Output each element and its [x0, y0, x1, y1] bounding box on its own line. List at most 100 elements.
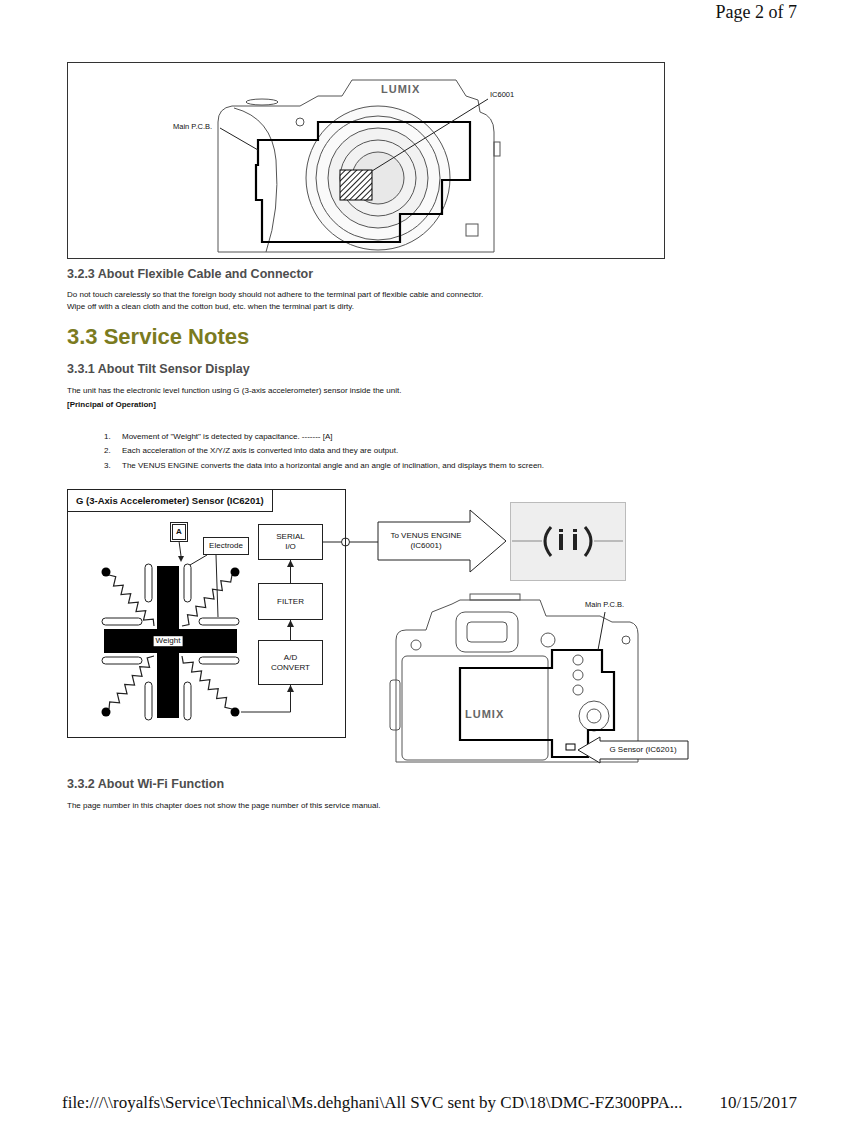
- control-dial: [587, 709, 601, 723]
- level-mark: [559, 534, 563, 550]
- leader-line: [216, 555, 218, 617]
- screen-hinge: [390, 680, 400, 730]
- leader-line: [372, 99, 488, 171]
- process-box: A/D CONVERT: [258, 640, 323, 685]
- screen: [402, 656, 548, 760]
- callout-box: Electrode: [203, 537, 249, 555]
- leader-line: [598, 612, 605, 650]
- level-bracket: [585, 527, 591, 556]
- section-heading: 3.2.3 About Flexible Cable and Connector: [67, 267, 313, 281]
- block-heading: G (3-Axis Accelerometer) Sensor (IC6201): [67, 489, 273, 512]
- signal-line: [290, 560, 291, 583]
- callout-arrow-outline: [578, 737, 688, 763]
- node-label: A/D CONVERT: [270, 653, 311, 672]
- display-panel: [511, 503, 626, 581]
- lens-ring: [306, 106, 450, 250]
- anchor-dot: [102, 568, 111, 577]
- signal-line: [290, 620, 291, 640]
- process-box: SERIAL I/O: [258, 524, 323, 560]
- section-heading: 3.3.1 About Tilt Sensor Display: [67, 362, 250, 376]
- button: [573, 670, 583, 680]
- signal-line: [323, 542, 378, 543]
- main-pcb-outline: [256, 122, 470, 242]
- control-dial: [579, 701, 609, 731]
- electrode-finger: [184, 682, 191, 720]
- list-number: 1.: [104, 432, 111, 441]
- horizon-line: [594, 541, 623, 542]
- level-mark: [559, 529, 563, 532]
- proof-mass: Weight: [100, 562, 241, 722]
- mode-dial: [246, 99, 278, 105]
- camera-body: [218, 80, 494, 252]
- electrode-finger: [184, 564, 191, 602]
- part-name: Main P.C.B.: [585, 601, 624, 610]
- button: [411, 640, 421, 650]
- level-bracket: [545, 527, 551, 556]
- gap-marker-head: [178, 556, 184, 562]
- electrode-finger: [199, 657, 239, 664]
- anchor-dot: [102, 708, 111, 717]
- node-label: SERIAL I/O: [274, 532, 308, 551]
- body-text: Wipe off with a clean cloth and the cott…: [67, 302, 354, 311]
- callout-arrow: G Sensor (IC6201): [578, 737, 688, 763]
- figure-frame: [68, 63, 665, 259]
- mass-cross: [104, 629, 237, 653]
- electrode-finger: [199, 618, 239, 625]
- main-pcb-outline: [460, 650, 614, 757]
- lens-ring: [316, 116, 440, 240]
- level-display: [511, 503, 626, 581]
- part-name: IC6001: [490, 91, 514, 100]
- g-sensor-chip: [566, 744, 575, 750]
- lens-ring: [340, 140, 416, 216]
- node-label: FILTER: [277, 597, 304, 607]
- chapter-heading: 3.3 Service Notes: [67, 324, 249, 349]
- leader-line: [220, 128, 258, 150]
- node-label: Weight: [154, 636, 183, 646]
- gap-marker-stem: [179, 541, 181, 556]
- gap-marker-box: A: [170, 522, 188, 542]
- hot-shoe: [470, 594, 520, 600]
- footer-path: file:///\\royalfs\Service\Technical\Ms.d…: [62, 1093, 683, 1113]
- eyecup: [456, 612, 518, 652]
- af-lamp: [296, 118, 304, 126]
- signal-arrow-shape: [378, 510, 506, 572]
- node-label: To VENUS ENGINE (IC6001): [384, 522, 468, 560]
- electrode-finger: [102, 618, 142, 625]
- strap-lug: [494, 142, 500, 156]
- node-label: G Sensor (IC6201): [602, 741, 684, 759]
- list-item: The VENUS ENGINE converts the data into …: [122, 461, 544, 470]
- body-text: Do not touch carelessly so that the fore…: [67, 290, 483, 299]
- camera-front: [218, 80, 500, 252]
- anchor-dot: [231, 568, 240, 577]
- section-heading: 3.3.2 About Wi-Fi Function: [67, 777, 224, 791]
- footer-date: 10/15/2017: [720, 1093, 797, 1113]
- node-label: Electrode: [209, 541, 243, 551]
- camera-back: [390, 594, 638, 762]
- list-number: 3.: [104, 461, 111, 470]
- logo-text: LUMIX: [465, 708, 504, 721]
- page-number: Page 2 of 7: [716, 2, 797, 23]
- camera-body: [396, 600, 638, 762]
- list-item: Each acceleration of the X/Y/Z axis is c…: [122, 446, 398, 455]
- list-number: 2.: [104, 446, 111, 455]
- electrode-finger: [102, 657, 142, 664]
- ic-chip: [340, 170, 372, 200]
- badge: [466, 224, 478, 236]
- signal-line: [241, 685, 291, 712]
- process-box: FILTER: [258, 583, 323, 620]
- signal-arrow: To VENUS ENGINE (IC6001): [378, 510, 506, 572]
- eyepiece: [467, 622, 507, 642]
- horizon-line: [512, 541, 542, 542]
- electrode-finger: [145, 564, 152, 602]
- level-mark: [573, 534, 577, 550]
- body-text: The unit has the electronic level functi…: [67, 386, 401, 395]
- button: [622, 636, 630, 644]
- part-name: Main P.C.B.: [172, 123, 213, 132]
- body-text: The page number in this chapter does not…: [67, 801, 381, 810]
- signal-arrow-outline: [378, 510, 506, 572]
- list-item: Movement of "Weight" is detected by capa…: [122, 432, 333, 441]
- anchor-dot: [231, 708, 240, 717]
